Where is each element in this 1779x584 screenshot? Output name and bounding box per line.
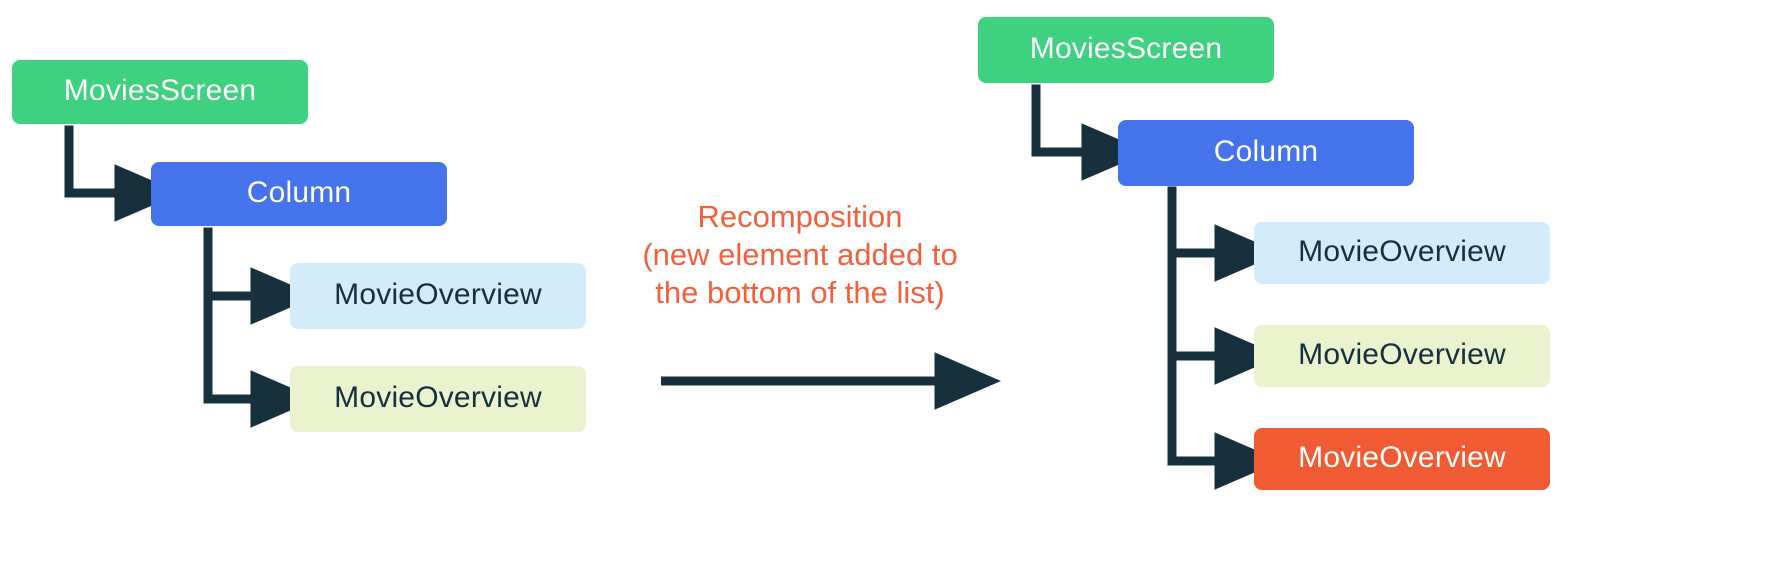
before-node-movie-overview-2[interactable]: MovieOverview (290, 366, 586, 432)
before-node-column-label: Column (246, 176, 352, 209)
caption-line-2: (new element added to (642, 237, 958, 272)
after-node-movies-screen[interactable]: MoviesScreen (978, 17, 1274, 83)
before-node-movie-overview-1-label: MovieOverview (334, 278, 542, 311)
after-node-movies-screen-label: MoviesScreen (1029, 32, 1223, 65)
caption-line-1: Recomposition (697, 199, 903, 234)
edge-before-column-to-overviews (203, 227, 317, 428)
after-node-column-label: Column (1213, 135, 1319, 168)
before-node-column[interactable]: Column (151, 162, 447, 226)
after-node-movie-overview-3[interactable]: MovieOverview (1254, 428, 1550, 490)
edge-after-column-to-overviews (1167, 186, 1281, 490)
edge-before-screen-to-column (64, 125, 181, 222)
before-node-movies-screen-label: MoviesScreen (63, 74, 257, 107)
caption-line-3: the bottom of the list) (655, 275, 945, 310)
before-node-movies-screen[interactable]: MoviesScreen (12, 60, 308, 124)
after-node-movie-overview-2[interactable]: MovieOverview (1254, 325, 1550, 387)
before-node-movie-overview-2-label: MovieOverview (334, 381, 542, 414)
before-node-movie-overview-1[interactable]: MovieOverview (290, 263, 586, 329)
after-node-movie-overview-1[interactable]: MovieOverview (1254, 222, 1550, 284)
after-node-movie-overview-2-label: MovieOverview (1298, 338, 1506, 371)
after-node-movie-overview-3-label: MovieOverview (1298, 441, 1506, 474)
after-node-movie-overview-1-label: MovieOverview (1298, 235, 1506, 268)
after-node-column[interactable]: Column (1118, 120, 1414, 186)
edge-after-screen-to-column (1031, 84, 1148, 181)
recomposition-caption: Recomposition (new element added to the … (620, 198, 980, 312)
